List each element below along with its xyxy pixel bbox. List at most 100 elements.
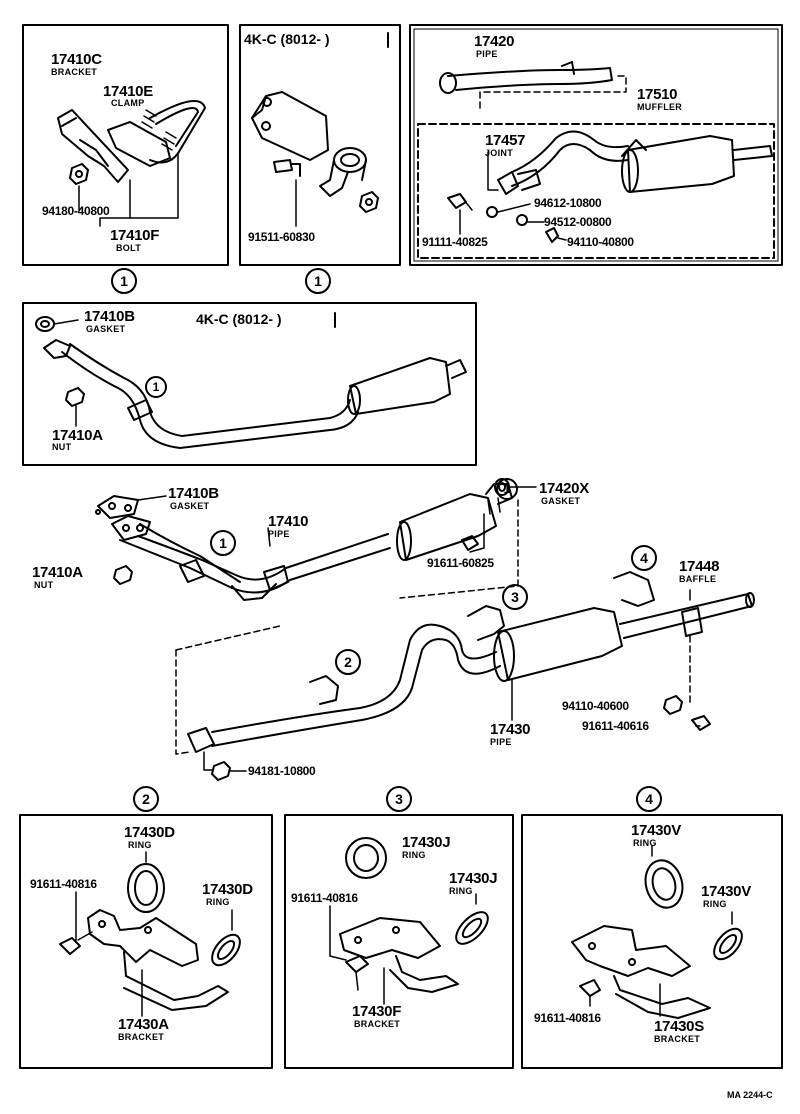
part-17410-label: 17410	[268, 513, 309, 530]
ring-17430j-2-shape	[455, 911, 489, 945]
part-17430d-label-2: 17430D	[202, 881, 253, 898]
nut-17410a-a-shape	[65, 387, 85, 407]
bracket-17430a-shape	[87, 909, 229, 1011]
engine-4kc-header-mid: 4K-C (8012- )	[196, 311, 282, 327]
panel-4kc-pipe	[22, 302, 477, 466]
ring-17430d-1-shape	[127, 863, 165, 913]
callout-1-main: 1	[210, 530, 236, 556]
part-17430j-label-2: 17430J	[449, 870, 498, 887]
muffler-label-1: MUFFLER	[637, 102, 683, 112]
callout-3-panel: 3	[386, 786, 412, 812]
front-muffler-shape	[396, 483, 513, 561]
part-17420-label: 17420	[474, 33, 515, 50]
bracket-17430s-shape	[571, 925, 711, 1019]
part-17457-label: 17457	[485, 132, 526, 149]
part-17410b-label-b: 17410B	[168, 485, 219, 502]
bolt-91611-40816-b-shape	[345, 955, 369, 991]
ring-label-2: RING	[206, 897, 230, 907]
nut-17410a-b-shape	[113, 565, 133, 585]
diagram-code: MA 2244-C	[727, 1090, 773, 1100]
panel-bracket-3	[284, 814, 514, 1069]
joint-label-1: JOINT	[485, 148, 514, 158]
gasket-label-c: GASKET	[541, 496, 581, 506]
nut-94110-40600-shape	[663, 695, 683, 715]
bolt-94181-10800-label: 94181-10800	[248, 764, 316, 778]
bracket-label-1: BRACKET	[51, 67, 98, 77]
callout-2-main: 2	[335, 649, 361, 675]
ring-label-5: RING	[633, 838, 657, 848]
part-17420x-label: 17420X	[539, 480, 589, 497]
part-17410e-label: 17410E	[103, 83, 153, 100]
bolt-91611-60825-shape	[461, 535, 479, 551]
gasket-17410b-a-shape	[35, 316, 55, 332]
bolt-91511-60830-label: 91511-60830	[248, 230, 315, 244]
bracket-label-f: BRACKET	[354, 1019, 401, 1029]
bracket-17410c-shape	[57, 109, 129, 183]
ring-label-6: RING	[703, 899, 727, 909]
part-17430-label: 17430	[490, 721, 531, 738]
part-17410c-label: 17410C	[51, 51, 102, 68]
part-17410a-label-b: 17410A	[32, 564, 83, 581]
exhaust-manifold-pipe-17410	[97, 495, 391, 601]
nut-94180-shape	[69, 163, 89, 185]
callout-1-middle: 1	[145, 376, 167, 398]
bracket-label-s: BRACKET	[654, 1034, 701, 1044]
ring-17430v-2-shape	[713, 927, 743, 961]
pipe-label-2: PIPE	[268, 529, 290, 539]
part-17430v-label-2: 17430V	[701, 883, 751, 900]
bolt-91511-shape	[273, 159, 301, 177]
bolt-94512-00800-label: 94512-00800	[544, 215, 612, 229]
part-17410a-label-a: 17410A	[52, 427, 103, 444]
callout-1-gasket: 1	[496, 478, 518, 500]
part-17430j-label-1: 17430J	[402, 834, 451, 851]
part-17510-label: 17510	[637, 86, 678, 103]
bolt-91611-60825-label: 91611-60825	[427, 556, 494, 570]
clamp-label-1: CLAMP	[111, 98, 145, 108]
nut-label-a: NUT	[52, 442, 72, 452]
bracket-17430f-shape	[339, 917, 459, 993]
panel-muffler-assy	[409, 24, 783, 266]
bolt-91611-40816-a-shape	[59, 931, 93, 955]
part-17410b-label-a: 17410B	[84, 308, 135, 325]
baffle-label: BAFFLE	[679, 574, 717, 584]
clamp-17410e-shape	[107, 100, 206, 167]
callout-4-panel: 4	[636, 786, 662, 812]
nut-94181-shape	[211, 761, 231, 781]
part-17430v-label-1: 17430V	[631, 822, 681, 839]
callout-4-main: 4	[631, 545, 657, 571]
nut-label-b: NUT	[34, 580, 54, 590]
tail-pipe-17430	[175, 571, 755, 755]
callout-3-main: 3	[502, 584, 528, 610]
bolt-91611-40616-label: 91611-40616	[582, 719, 649, 733]
panel-clamp-bracket	[22, 24, 229, 266]
ring-17430d-2-shape	[211, 933, 241, 967]
part-17430a-label: 17430A	[118, 1016, 169, 1033]
bolt-label-1: BOLT	[116, 243, 142, 253]
callout-2-panel: 2	[133, 786, 159, 812]
part-17448-label: 17448	[679, 558, 720, 575]
clamp-4kc-shape	[251, 91, 367, 197]
bolt-94110-40600-label: 94110-40600	[562, 699, 629, 713]
bolt-91611-40816-c-shape	[579, 979, 601, 1007]
pipe-17420-shape	[439, 61, 613, 94]
bolt-91111-shape	[447, 193, 473, 211]
gasket-label-a: GASKET	[86, 324, 126, 334]
callout-1-panel-a: 1	[111, 268, 137, 294]
ring-17430j-1-shape	[345, 837, 387, 879]
pipe-4kc-shape	[43, 339, 467, 449]
bolt-91611-40816-label-a: 91611-40816	[30, 877, 97, 891]
part-17410f-label: 17410F	[110, 227, 160, 244]
nut-4kc-shape	[359, 191, 379, 213]
pipe-label-1: PIPE	[476, 49, 498, 59]
bolt-91111-40825-label: 91111-40825	[422, 235, 488, 249]
panel-bracket-4	[521, 814, 783, 1069]
gasket-17410b-b-shape	[95, 509, 101, 515]
ring-label-3: RING	[402, 850, 426, 860]
pipe-label-3: PIPE	[490, 737, 512, 747]
panel-4kc-clamp	[239, 24, 401, 266]
muffler-17510-shape	[511, 130, 773, 193]
bolt-91611-40816-label-c: 91611-40816	[534, 1011, 601, 1025]
ring-label-1: RING	[128, 840, 152, 850]
